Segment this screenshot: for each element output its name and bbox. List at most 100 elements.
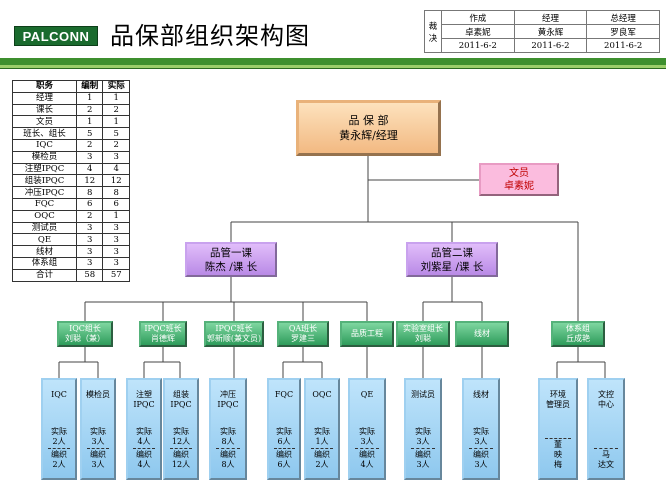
- unit-divider: [216, 448, 240, 449]
- unit-name: 模检员: [86, 390, 110, 400]
- staffing-position: OQC: [12, 209, 77, 223]
- unit-divider: [132, 448, 156, 449]
- unit-actual-line: 4人: [137, 437, 151, 446]
- staffing-quota: 5: [75, 127, 104, 140]
- unit-name-line: IPQC: [170, 400, 192, 409]
- signoff-role: 经理: [513, 10, 588, 25]
- unit-name-line: 冲压: [219, 390, 236, 399]
- unit-name: IQC: [51, 390, 67, 400]
- unit-name-line: 中心: [598, 400, 614, 409]
- group-box: 线材: [455, 321, 509, 347]
- staffing-quota: 3: [75, 150, 104, 164]
- staffing-actual: 2: [102, 103, 130, 117]
- staffing-actual: 3: [102, 256, 130, 270]
- unit-divider: [310, 448, 334, 449]
- group-lead: 罗建三: [291, 334, 315, 343]
- staffing-position: 模检员: [12, 150, 77, 164]
- unit-quota-line: 编织: [314, 450, 330, 459]
- unit-actual-line: 实际: [90, 427, 106, 436]
- header-divider: [0, 58, 666, 65]
- section-head: 刘紫星 /课 长: [420, 260, 484, 273]
- unit-quota-line: 编织: [415, 450, 431, 459]
- unit-name-line: IPQC: [217, 400, 239, 409]
- signoff-table: 裁决 作成 经理 总经理 卓素妮 黄永辉 罗良军 2011-6-2 2011-6…: [424, 10, 660, 53]
- group-title: 品质工程: [351, 329, 383, 338]
- unit-divider: [273, 448, 295, 449]
- unit-divider: [169, 448, 193, 449]
- section-box-2: 品管二课 刘紫星 /课 长: [406, 242, 498, 277]
- group-title: IPQC班长: [215, 324, 253, 333]
- header-divider: [0, 65, 666, 68]
- group-box: IPQC班长 郭新顺(兼文员): [204, 321, 264, 347]
- staffing-quota: 3: [75, 233, 104, 247]
- group-box: 品质工程: [340, 321, 394, 347]
- unit-name: 文控中心: [598, 390, 614, 410]
- unit-name: OQC: [312, 390, 331, 400]
- group-title: QA班长: [288, 324, 318, 333]
- staffing-quota: 2: [75, 103, 104, 117]
- unit-actual-line: 3人: [416, 437, 430, 446]
- group-box: QA班长 罗建三: [277, 321, 329, 347]
- section-box-1: 品管一课 陈杰 /课 长: [185, 242, 277, 277]
- unit-box: 环境管理员董映梅: [538, 378, 578, 480]
- staffing-position: 课长: [12, 103, 77, 117]
- staffing-quota: 6: [75, 197, 104, 211]
- unit-actual-line: 实际: [359, 427, 375, 436]
- unit-actual-line: 实际: [276, 427, 292, 436]
- unit-quota-line: 2人: [315, 460, 329, 469]
- unit-name-line: 文控: [598, 390, 614, 399]
- unit-actual-line: 实际: [473, 427, 489, 436]
- unit-name-line: 注塑: [135, 390, 152, 399]
- unit-actual-line: 3人: [91, 437, 105, 446]
- unit-actual-line: 12人: [171, 437, 191, 446]
- chart-title: 品保部组织架构图: [110, 22, 310, 50]
- staffing-actual: 3: [102, 221, 130, 235]
- unit-name-line: 环境: [550, 390, 566, 399]
- section-name: 品管一课: [210, 246, 252, 259]
- clerk-title: 文员: [509, 167, 529, 179]
- unit-name: QE: [361, 390, 373, 400]
- unit-quota-line: 编织: [136, 450, 152, 459]
- staffing-position: 文员: [12, 115, 77, 129]
- department-name: 品 保 部: [348, 114, 389, 127]
- staffing-position: 班长、组长: [12, 127, 77, 140]
- unit-quota-line: 马: [602, 450, 610, 459]
- staffing-quota: 1: [75, 91, 104, 105]
- group-lead: 刘聪（兼）: [65, 334, 105, 343]
- staffing-actual: 3: [102, 150, 130, 164]
- unit-quota-line: 编织: [473, 450, 489, 459]
- unit-quota-line: 2人: [52, 460, 66, 469]
- staffing-quota: 3: [75, 256, 104, 270]
- staffing-actual: 12: [102, 174, 130, 188]
- group-title: 实验室组长: [403, 324, 443, 333]
- header-divider: [0, 68, 666, 69]
- unit-actual-line: 3人: [474, 437, 488, 446]
- staffing-position: IQC: [12, 138, 77, 152]
- staffing-position: 注塑IPQC: [12, 162, 77, 176]
- staffing-actual: 4: [102, 162, 130, 176]
- staffing-position: 组装IPQC: [12, 174, 77, 188]
- group-title: 体系组: [566, 324, 590, 333]
- unit-quota-line: 3人: [474, 460, 488, 469]
